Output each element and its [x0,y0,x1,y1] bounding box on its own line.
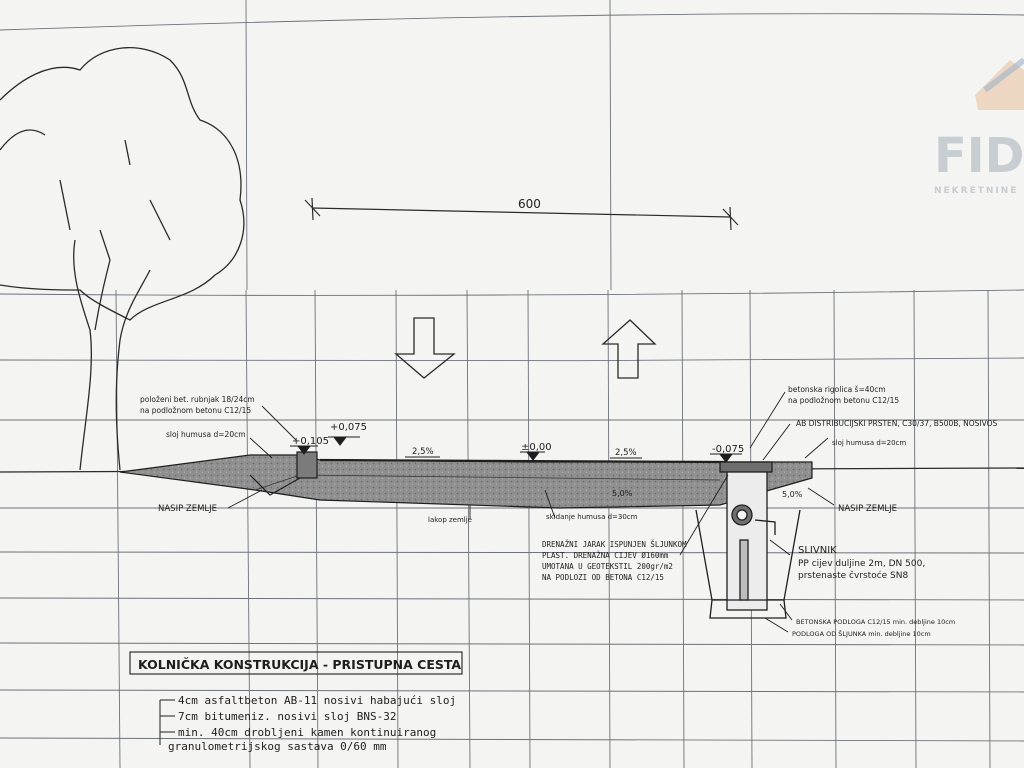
note-humus-right: sloj humusa d=20cm [832,439,906,447]
note-distribution-ring: AB DISTRIBUCIJSKI PRSTEN, C30/37, B500B,… [796,419,998,428]
tree-drawing [0,47,245,471]
annotations: položeni bet. rubnjak 18/24cm na podložn… [140,385,998,638]
slope-left: 2,5% [412,447,434,457]
note-drain-line4: NA PODLOZI OD BETONA C12/15 [542,573,664,582]
logo-roof-icon [983,57,1024,93]
note-fill-left: NASIP ZEMLJE [158,504,217,514]
width-dimension [304,197,739,231]
leader-lines [227,391,835,633]
curb-stone [296,451,318,479]
legend-layer-1: 4cm asfaltbeton AB-11 nosivi habajući sl… [178,694,456,707]
level-axis: ±0,00 [521,442,552,453]
legend-title: KOLNIČKA KONSTRUKCIJA - PRISTUPNA CESTA [138,657,461,672]
pavement-legend: KOLNIČKA KONSTRUKCIJA - PRISTUPNA CESTA … [129,651,463,753]
note-base-gravel: PODLOGA OD ŠLJUNKA min. debljine 10cm [792,629,931,638]
note-drain-line1: DRENAŽNI JARAK ISPUNJEN ŠLJUNKOM [542,540,687,549]
legend-layer-3a: min. 40cm drobljeni kamen kontinuiranog [178,726,436,739]
note-ground-break: lakop zemlje [428,516,472,524]
arrow-down-icon [394,317,456,379]
note-base-concrete: BETONSKA PODLOGA C12/15 min. debljine 10… [796,618,955,626]
arrow-up-icon [601,319,657,379]
direction-arrows [394,317,657,379]
legend-title-box [129,651,463,675]
note-inlet-line1: PP cijev duljine 2m, DN 500, [798,559,925,569]
level-left-curb: +0,105 [292,436,329,447]
note-curb-line1: položeni bet. rubnjak 18/24cm [140,395,255,404]
watermark-logo: FID NEKRETNINE [934,57,1024,196]
legend-layer-3b: granulometrijskog sastava 0/60 mm [168,740,387,753]
note-gutter-line1: betonska rigolica š=40cm [788,385,886,394]
slope-markers [405,456,642,459]
level-markers [290,436,742,463]
note-humus-left: sloj humusa d=20cm [166,430,246,439]
pavement-structure [119,451,813,509]
slope-right: 2,5% [615,448,637,458]
slope-side: 5,0% [782,490,803,499]
note-drain-line3: UMOTANA U GEOTEKSTIL 200gr/m2 [542,562,673,571]
inlet-shaft [695,461,801,619]
slope-gutter: 5,0% [612,489,633,498]
note-gutter-line2: na podložnom betonu C12/15 [788,396,899,405]
width-dimension-label: 600 [518,197,541,211]
note-inlet-line2: prstenaste čvrstoće SN8 [798,570,908,581]
watermark-tagline: NEKRETNINE [934,186,1018,196]
note-fill-right: NASIP ZEMLJE [838,504,897,514]
note-curb-line2: na podložnom betonu C12/15 [140,406,251,415]
watermark-brand: FID [934,128,1024,184]
legend-layer-2: 7cm bitumeniz. nosivi sloj BNS-32 [178,710,397,723]
level-left-edge: +0,075 [330,422,367,433]
note-inlet-title: SLIVNIK [798,545,837,556]
note-drain-line2: PLAST. DRENAŽNA CIJEV Ø160mm [542,551,669,560]
note-humus-removal: skidanje humusa d=30cm [546,513,638,521]
level-right-gutter: -0,075 [712,444,744,455]
